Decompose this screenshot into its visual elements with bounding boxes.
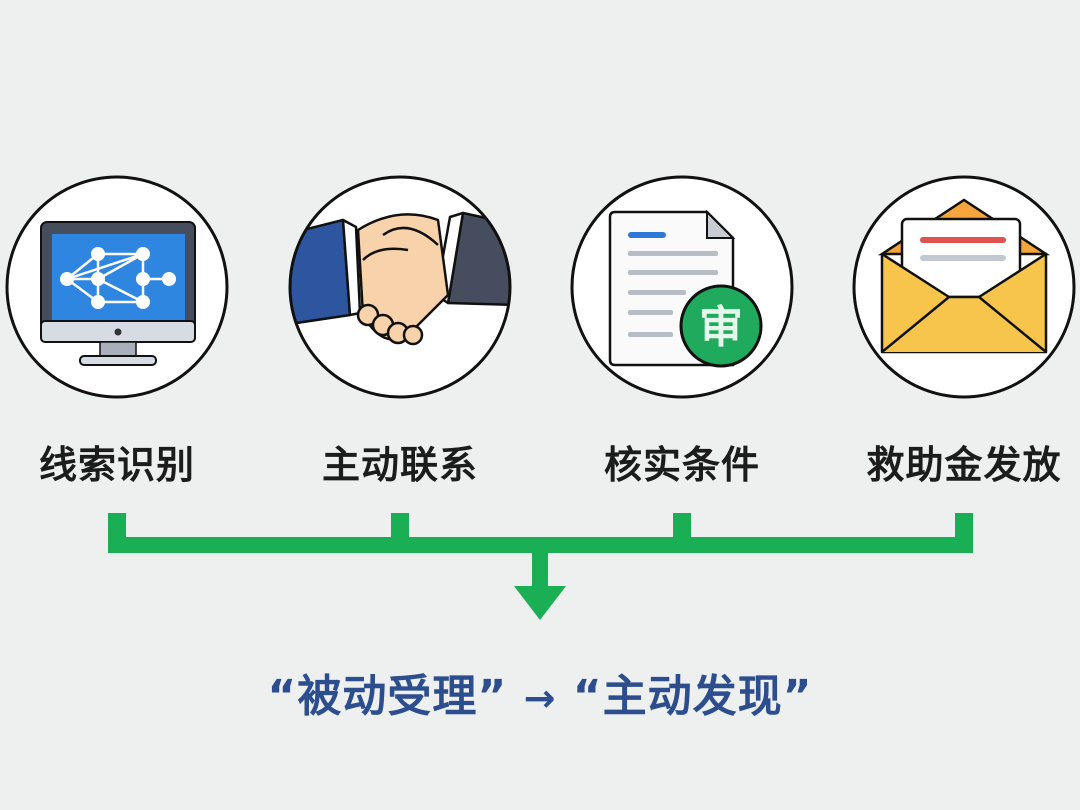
step-fund-disbursement [852, 175, 1076, 399]
arrow-down-icon [514, 586, 566, 620]
slogan-to: “主动发现” [572, 671, 813, 722]
document-review-icon: 审 [570, 175, 794, 399]
step-label-clue-identification: 线索识别 [38, 443, 195, 487]
envelope-icon [852, 175, 1076, 399]
step-verify-conditions: 审 [570, 175, 794, 399]
converging-bracket-arrow [108, 513, 973, 620]
arrow-shaft [532, 550, 548, 590]
slogan: “被动受理” → “主动发现” [0, 660, 1080, 724]
bracket-bar [108, 537, 973, 553]
step-label-active-contact: 主动联系 [321, 443, 478, 487]
computer-network-icon [5, 175, 229, 399]
slogan-from: “被动受理” [267, 671, 508, 722]
handshake-icon [288, 175, 512, 399]
step-clue-identification [5, 175, 229, 399]
step-label-fund-disbursement: 救助金发放 [866, 443, 1062, 487]
step-active-contact [288, 175, 512, 399]
review-badge-text: 审 [699, 302, 743, 353]
slogan-arrow: → [523, 676, 557, 720]
step-label-verify-conditions: 核实条件 [603, 443, 760, 487]
